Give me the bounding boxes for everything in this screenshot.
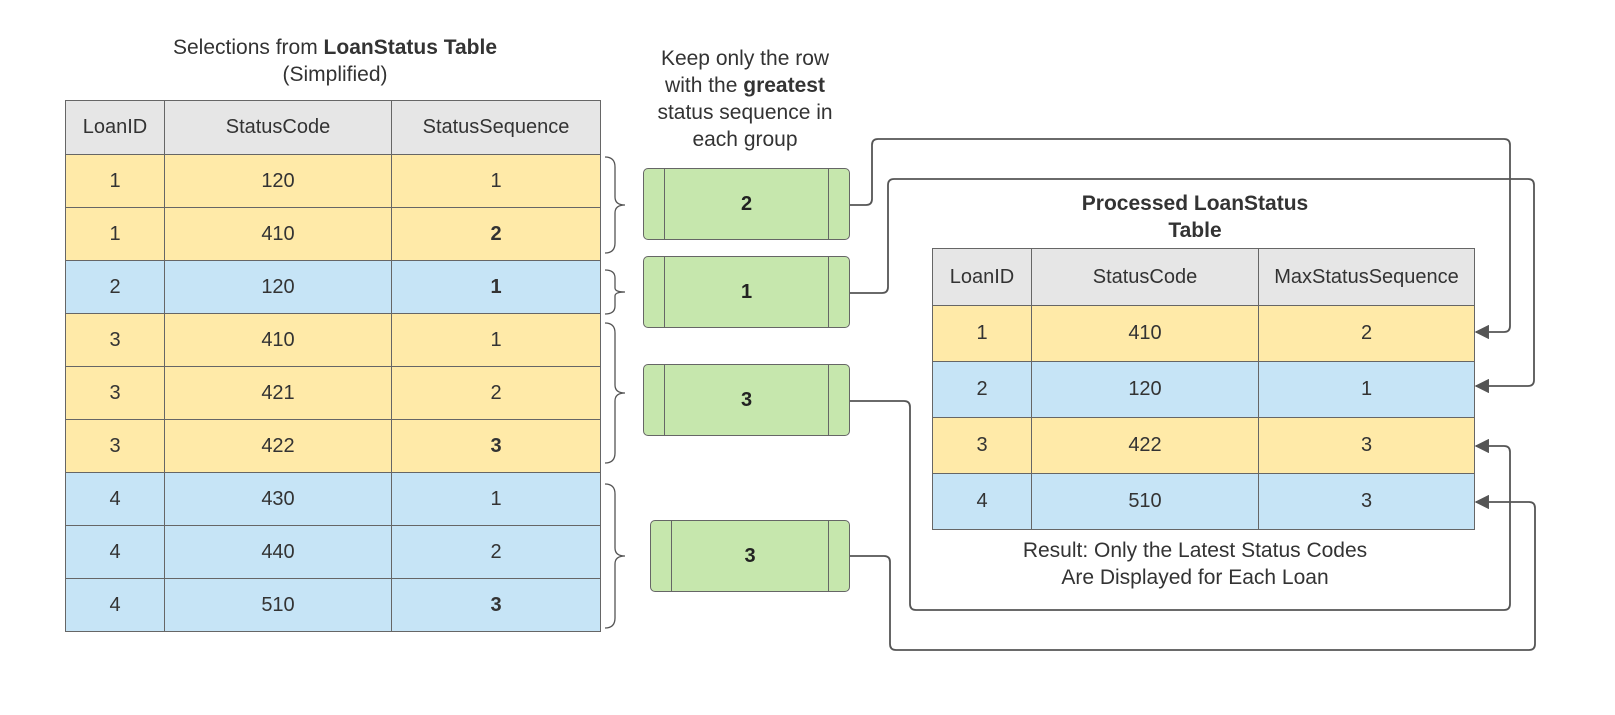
status-sequence-cell: 1 (391, 472, 601, 526)
loan-id-cell: 4 (932, 473, 1032, 530)
status-code-cell: 410 (164, 207, 392, 261)
group-brace-loan-1 (604, 156, 626, 254)
header-cell: LoanID (65, 100, 165, 155)
status-code-cell: 440 (164, 525, 392, 579)
loan-id-cell: 1 (65, 154, 165, 208)
status-code-cell: 120 (1031, 361, 1259, 418)
status-sequence-cell: 1 (391, 313, 601, 367)
status-code-cell: 430 (164, 472, 392, 526)
status-code-cell: 410 (164, 313, 392, 367)
group-brace-loan-2 (604, 269, 626, 315)
header-cell: MaxStatusSequence (1258, 248, 1475, 306)
loan-id-cell: 4 (65, 472, 165, 526)
status-code-cell: 422 (164, 419, 392, 473)
status-sequence-cell: 1 (391, 154, 601, 208)
header-cell: StatusCode (1031, 248, 1259, 306)
connector-loan-3 (850, 400, 1511, 611)
result-note: Result: Only the Latest Status Codes Are… (1022, 539, 1368, 589)
status-code-cell: 510 (164, 578, 392, 632)
source-table-header: LoanID StatusCode StatusSequence (65, 100, 601, 155)
max-status-sequence-cell: 3 (1258, 417, 1475, 474)
loan-id-cell: 4 (65, 525, 165, 579)
loan-id-cell: 4 (65, 578, 165, 632)
loan-id-cell: 3 (65, 366, 165, 420)
loan-id-cell: 3 (65, 313, 165, 367)
loan-id-cell: 3 (932, 417, 1032, 474)
header-cell: StatusSequence (391, 100, 601, 155)
max-status-sequence-cell: 2 (1258, 305, 1475, 362)
connector-loan-1 (850, 138, 1511, 340)
loan-id-cell: 3 (65, 419, 165, 473)
status-sequence-cell: 2 (391, 366, 601, 420)
max-status-sequence-cell: 3 (1258, 473, 1475, 530)
header-cell: StatusCode (164, 100, 392, 155)
connector-loan-4 (850, 494, 1536, 651)
group-brace-loan-3 (604, 322, 626, 464)
status-code-cell: 422 (1031, 417, 1259, 474)
source-table-caption: Selections from LoanStatus Table (Simpli… (172, 36, 498, 86)
loan-id-cell: 2 (65, 260, 165, 314)
group-brace-loan-4 (604, 483, 626, 629)
result-table-header: LoanID StatusCode MaxStatusSequence (932, 248, 1475, 306)
loan-id-cell: 2 (932, 361, 1032, 418)
status-code-cell: 120 (164, 154, 392, 208)
group-box-loan-2: 1 (643, 256, 850, 328)
group-box-loan-3: 3 (643, 364, 850, 436)
group-box-loan-1: 2 (643, 168, 850, 240)
status-sequence-cell: 2 (391, 525, 601, 579)
status-sequence-cell: 1 (391, 260, 601, 314)
group-box-loan-4: 3 (650, 520, 850, 592)
status-sequence-cell: 3 (391, 578, 601, 632)
status-code-cell: 120 (164, 260, 392, 314)
status-sequence-cell: 3 (391, 419, 601, 473)
loan-id-cell: 1 (932, 305, 1032, 362)
max-status-sequence-cell: 1 (1258, 361, 1475, 418)
connector-loan-2 (850, 178, 1535, 394)
middle-caption: Keep only the row with the greatest stat… (657, 47, 833, 151)
result-table-caption: Processed LoanStatus Table (1081, 192, 1309, 242)
